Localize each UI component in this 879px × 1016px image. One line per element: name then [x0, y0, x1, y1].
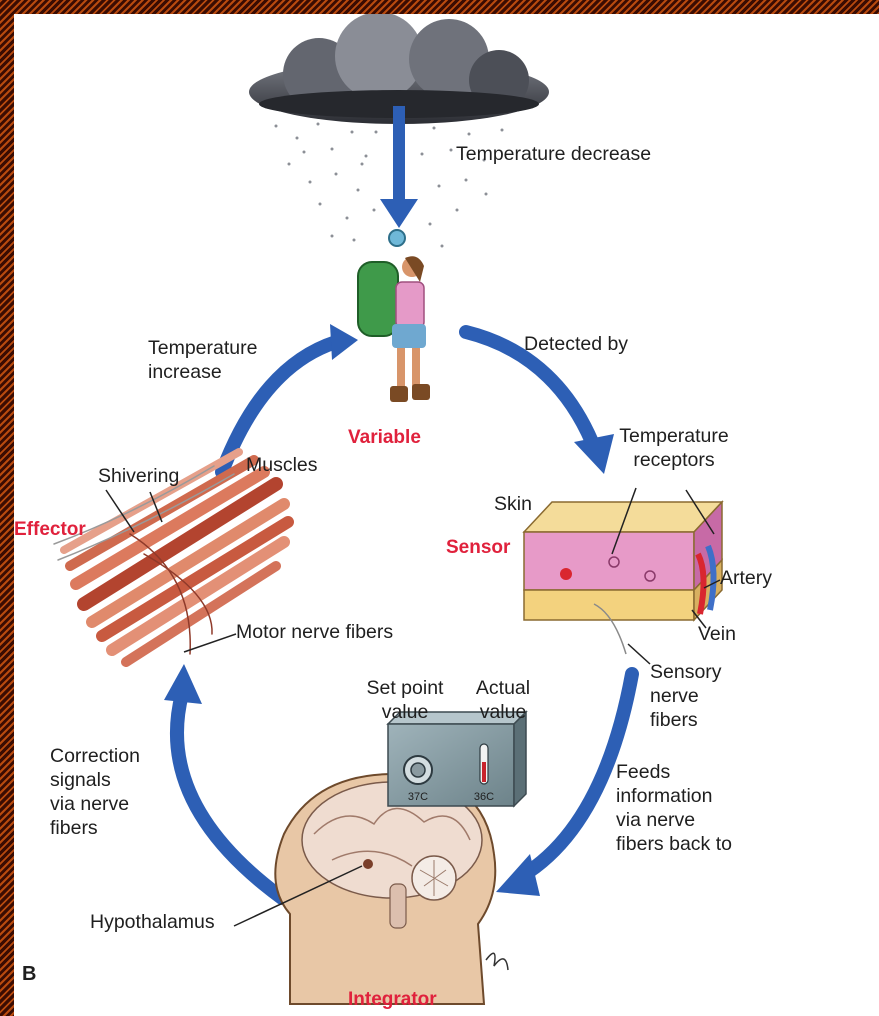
label-temperature-receptors: Temperature receptors [604, 424, 744, 472]
set-point-readout: 37C [408, 791, 428, 803]
leader-motor-nerve [184, 634, 236, 652]
label-feeds-information: Feeds information via nerve fibers back … [616, 760, 732, 856]
label-artery: Artery [720, 566, 772, 590]
role-integrator: Integrator [348, 988, 437, 1012]
hiker-icon [358, 230, 430, 402]
label-detected-by: Detected by [524, 332, 628, 356]
label-skin: Skin [494, 492, 532, 516]
label-correction-signals: Correction signals via nerve fibers [50, 744, 140, 840]
label-sensory-nerve-fibers: Sensory nerve fibers [650, 660, 722, 732]
label-temperature-increase: Temperature increase [148, 336, 257, 384]
label-temperature-decrease: Temperature decrease [456, 142, 651, 166]
label-shivering: Shivering [98, 464, 179, 488]
actual-readout: 36C [474, 791, 494, 803]
diagram-panel: 37C 36C Temperature decrease Detected by… [14, 14, 879, 1016]
label-hypothalamus: Hypothalamus [90, 910, 215, 934]
label-vein: Vein [698, 622, 736, 646]
label-set-point-value: Set point value [350, 676, 460, 724]
artist-signature [486, 953, 508, 970]
leader-sensory-nerve [628, 644, 650, 664]
label-motor-nerve-fibers: Motor nerve fibers [236, 620, 393, 644]
head-brain-illustration [275, 774, 495, 1004]
panel-letter: B [22, 962, 36, 986]
arrow-brain-to-muscles [164, 664, 282, 898]
diagram-artwork: 37C 36C [14, 14, 879, 1016]
role-sensor: Sensor [446, 536, 510, 560]
label-actual-value: Actual value [460, 676, 546, 724]
role-variable: Variable [348, 426, 421, 450]
label-muscles: Muscles [246, 453, 318, 477]
arrow-cloud-to-hiker [380, 106, 418, 228]
role-effector: Effector [14, 518, 86, 542]
